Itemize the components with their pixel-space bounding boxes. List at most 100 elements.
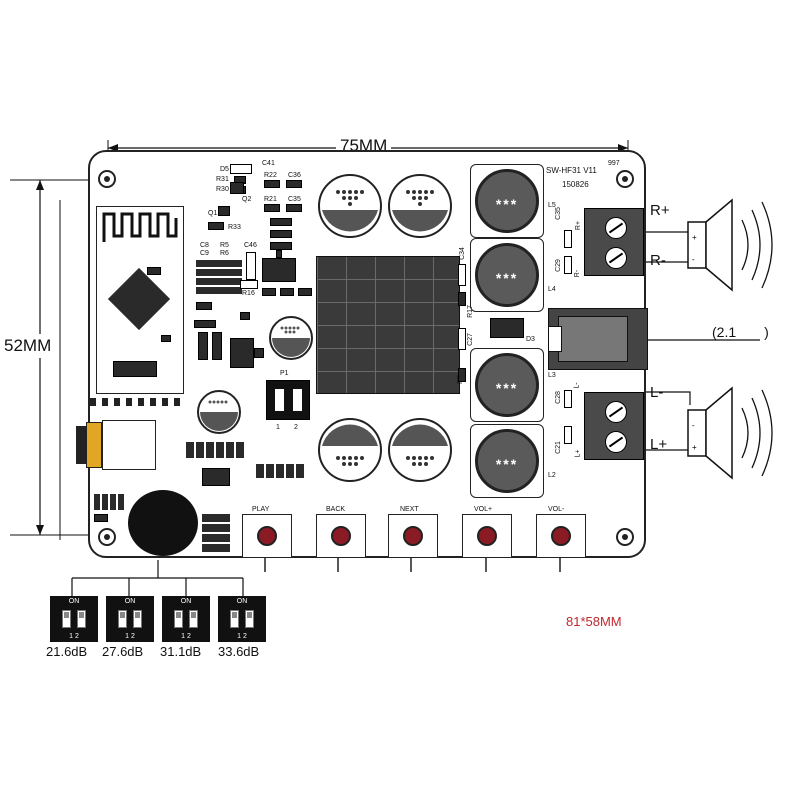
label-q2: Q2 (242, 196, 252, 203)
bt-smd-2 (161, 335, 171, 342)
screw-icon (605, 431, 627, 453)
speaker-left-icon: - + (687, 386, 773, 480)
terminal-right-speaker (584, 208, 644, 276)
label-c27: C27 (466, 333, 474, 346)
inductor-l3: *** (475, 353, 539, 417)
res-r17 (458, 292, 466, 306)
back-button[interactable] (316, 514, 366, 558)
volume-down-button[interactable] (536, 514, 586, 558)
speaker-right-minus-label: R- (650, 252, 666, 269)
gain-dip-21-6: ON 1 2 (50, 596, 98, 642)
label-r-plus-pin: R+ (575, 220, 583, 231)
label-sw1: 1 (276, 424, 280, 431)
label-d3: D3 (526, 336, 535, 343)
res-r16 (240, 280, 258, 289)
mount-hole-bl (98, 528, 116, 546)
smd-array (196, 260, 242, 294)
svg-text:-: - (692, 255, 695, 264)
height-dimension: 52MM (4, 334, 52, 358)
mount-hole-br (616, 528, 634, 546)
cap-c34 (458, 264, 466, 286)
label-c35-top: C35 (288, 196, 301, 203)
speaker-left-minus-label: L- (650, 384, 664, 401)
label-c46: C46 (244, 242, 257, 249)
capacitor-large-3 (318, 418, 382, 482)
terminal-left-speaker (584, 392, 644, 460)
ic-u2 (262, 258, 296, 282)
aux-jack (76, 420, 156, 470)
label-r21: R21 (264, 196, 277, 203)
smd-c41-part (230, 164, 252, 174)
label-l5: L5 (548, 202, 556, 209)
ic-bottom (202, 468, 230, 486)
smd-r16-c (280, 288, 294, 296)
cap-c35-top (286, 204, 302, 212)
smd-r16-b (262, 288, 276, 296)
overall-size-label: 81*58MM (566, 614, 622, 629)
gain-dip-31-1: ON 1 2 (162, 596, 210, 642)
capacitor-large-1 (318, 174, 382, 238)
inductor-l5: *** (475, 169, 539, 233)
gain-value-31-1: 31.1dB (160, 644, 202, 659)
play-button[interactable] (242, 514, 292, 558)
smd-r16-d (298, 288, 312, 296)
capacitor-large-2 (388, 174, 452, 238)
res-r22 (264, 180, 280, 188)
smd-row-a (196, 302, 212, 310)
speaker-right-plus-label: R+ (650, 202, 670, 219)
label-p1: P1 (280, 370, 289, 377)
label-c34: C34 (458, 247, 466, 260)
inductor-l4: *** (475, 243, 539, 307)
ic-u2-leg (276, 250, 282, 258)
cap-c29 (564, 256, 572, 274)
label-d5: D5 (220, 166, 229, 173)
label-c41: C41 (262, 160, 275, 167)
next-button[interactable] (388, 514, 438, 558)
bt-crystal (113, 361, 157, 377)
label-l-plus-pin: L+ (574, 449, 582, 458)
mount-hole-tr (616, 170, 634, 188)
subwoofer-output-label: (2.1 ) (712, 324, 769, 340)
label-l-minus-pin: L- (573, 382, 581, 389)
gain-value-27-6: 27.6dB (102, 644, 144, 659)
label-l3: L3 (548, 372, 556, 379)
cap-c35 (564, 230, 572, 248)
smd-col-3 (270, 242, 292, 250)
inductor-l2: *** (475, 429, 539, 493)
label-r-minus-pin: R- (574, 269, 582, 278)
capacitor-small-2 (197, 390, 241, 434)
label-r16: R16 (242, 290, 255, 297)
cap-c28 (564, 390, 572, 408)
gain-dip-33-6: ON 1 2 (218, 596, 266, 642)
cap-c36 (286, 180, 302, 188)
transistor-q2 (218, 206, 230, 216)
res-r33 (208, 222, 224, 230)
gain-dip-switch (266, 380, 310, 420)
label-r5: R5 (220, 242, 229, 249)
gain-dip-27-6: ON 1 2 (106, 596, 154, 642)
smd-left-stack (94, 494, 124, 510)
cap-c21 (564, 426, 572, 444)
svg-text:+: + (692, 233, 697, 242)
label-l2: L2 (548, 472, 556, 479)
board-corner-code: 997 (608, 160, 620, 167)
capacitor-small (269, 316, 313, 360)
smd-bottom-row (186, 442, 246, 458)
label-r30: R30 (216, 186, 229, 193)
heatsink (316, 256, 460, 394)
label-c21: C21 (554, 441, 562, 454)
smd-left-a (94, 514, 108, 522)
smd-col-2 (270, 230, 292, 238)
label-c35: C35 (554, 207, 562, 220)
amplifier-board: D5 R31 R30 C41 R22 C36 R21 C35 Q2 Q1 R33… (76, 150, 648, 558)
bt-pads (90, 398, 186, 406)
screw-icon (605, 217, 627, 239)
volume-up-button[interactable] (462, 514, 512, 558)
res-r3 (458, 368, 466, 382)
label-r6: R6 (220, 250, 229, 257)
capacitor-large-4 (388, 418, 452, 482)
button-label-vol-down: VOL- (548, 506, 565, 513)
dc-jack (548, 308, 648, 370)
regulator (230, 338, 254, 368)
button-label-vol-up: VOL+ (474, 506, 493, 513)
